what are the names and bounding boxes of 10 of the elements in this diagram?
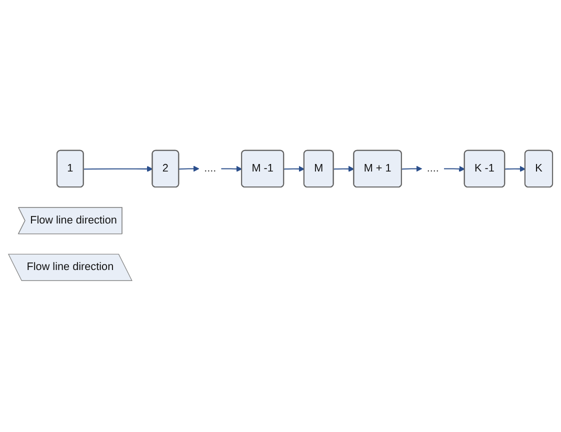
arrow	[334, 166, 354, 172]
node-text: ....	[204, 163, 216, 175]
arrow	[504, 166, 526, 172]
arrow	[221, 166, 242, 172]
node-text: ....	[426, 163, 439, 175]
arrow	[178, 166, 200, 172]
arrow	[84, 166, 153, 172]
arrow	[402, 166, 422, 172]
arrow	[284, 166, 305, 172]
arrow	[444, 166, 465, 172]
